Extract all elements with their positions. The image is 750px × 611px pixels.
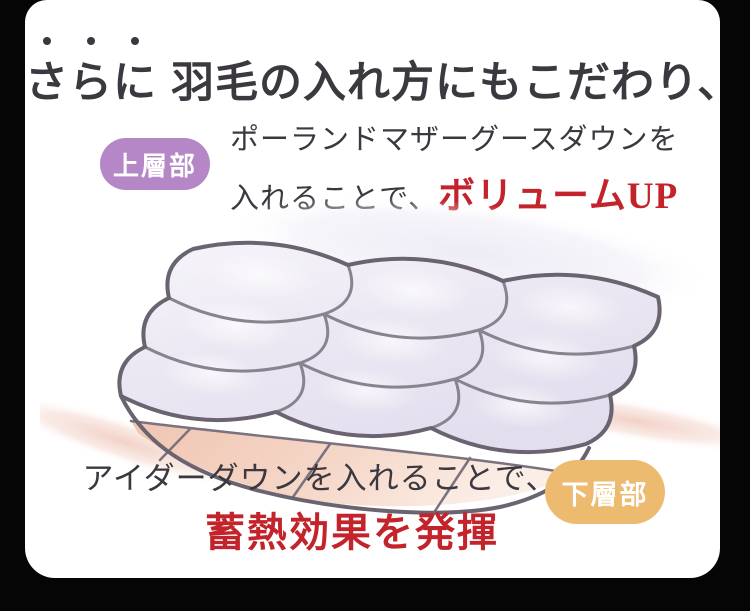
baffle-walls bbox=[158, 427, 472, 513]
quilt-column-seams bbox=[274, 263, 509, 430]
lower-layer-description: アイダーダウンを入れることで、 蓄熱効果を発揮 bbox=[70, 453, 570, 558]
baffle-layer bbox=[131, 421, 556, 507]
emphasis-dot bbox=[87, 37, 95, 45]
duvet-illustration bbox=[40, 195, 720, 515]
emphasis-dot bbox=[130, 37, 139, 45]
baffle-top-edge bbox=[129, 419, 558, 473]
duvet-bottom-outline bbox=[119, 394, 591, 515]
upper-layer-badge-label: 上層部 bbox=[112, 150, 197, 181]
page-title: さらに 羽毛の入れ方にもこだわり、 bbox=[25, 37, 740, 110]
lower-description-line1: アイダーダウンを入れることで、 bbox=[82, 461, 558, 496]
quilt-row-seams bbox=[143, 296, 636, 405]
lower-layer-badge: 下層部 bbox=[545, 460, 665, 524]
lower-description-highlight: 蓄熱効果を発揮 bbox=[205, 510, 499, 555]
quilt-outline bbox=[117, 240, 662, 455]
title-emphasized-text: さらに bbox=[25, 37, 157, 110]
emphasis-dot bbox=[42, 37, 51, 45]
title-emphasized-label: さらに bbox=[25, 60, 157, 107]
upper-layer-badge: 上層部 bbox=[100, 138, 210, 190]
lower-layer-badge-label: 下層部 bbox=[561, 479, 649, 510]
promo-card: さらに 羽毛の入れ方にもこだわり、 上層部 ポーランドマザーグースダウンを 入れ… bbox=[25, 0, 740, 578]
title-rest-label: 羽毛の入れ方にもこだわり、 bbox=[171, 60, 742, 107]
upper-description-line1: ポーランドマザーグースダウンを bbox=[230, 124, 679, 156]
